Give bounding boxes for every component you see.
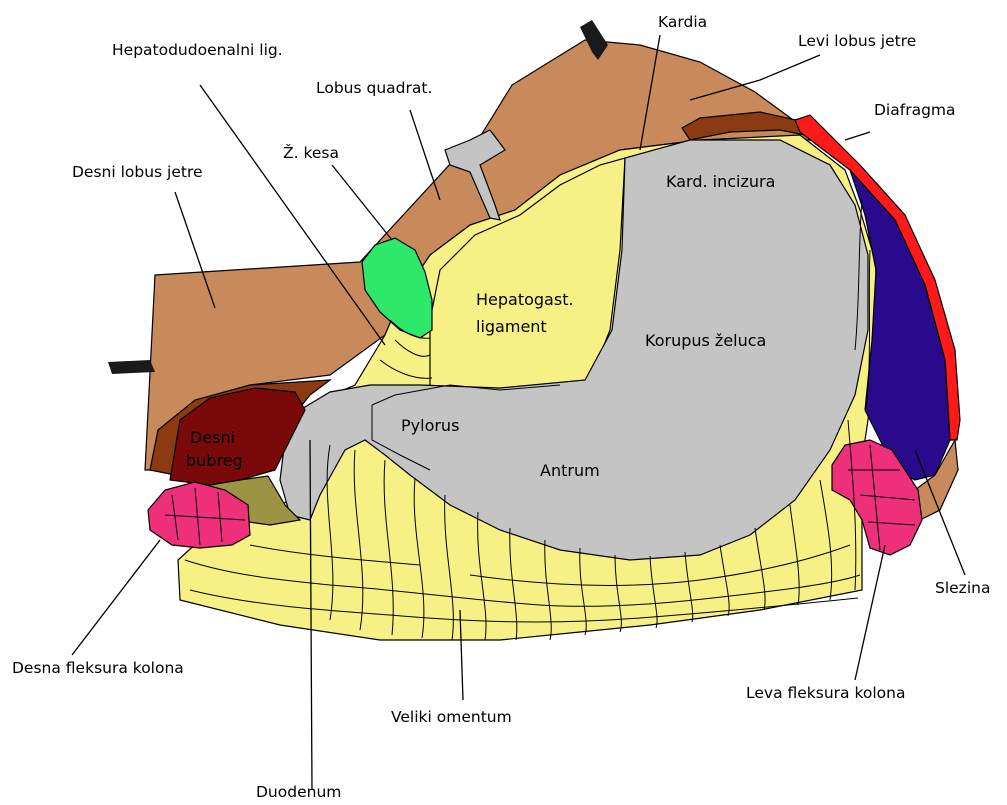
label-kardia: Kardia [658, 13, 707, 31]
label-slezina: Slezina [935, 579, 990, 597]
pin-left [108, 360, 155, 374]
label-desni-lobus-jetre: Desni lobus jetre [72, 163, 203, 181]
label-korpus-zeluca: Korupus želuca [645, 331, 766, 350]
label-duodenum: Duodenum [256, 783, 341, 801]
label-diafragma: Diafragma [874, 101, 956, 119]
label-bubreg: bubreg [186, 451, 243, 470]
label-pylorus: Pylorus [401, 416, 459, 435]
label-kard-incizura: Kard. incizura [666, 172, 775, 191]
label-z-kesa: Ž. kesa [283, 143, 339, 162]
label-leva-fleksura-kolona: Leva fleksura kolona [746, 684, 906, 702]
label-veliki-omentum: Veliki omentum [391, 708, 512, 726]
label-lobus-quadrat: Lobus quadrat. [316, 79, 432, 97]
label-desna-fleksura-kolona: Desna fleksura kolona [12, 659, 184, 677]
label-antrum: Antrum [540, 461, 600, 480]
label-ligament: ligament [476, 317, 547, 336]
label-hepatogast: Hepatogast. [476, 290, 574, 309]
label-desni: Desni [190, 428, 235, 447]
label-hepatoduodenalni-lig: Hepatodudoenalni lig. [112, 41, 283, 59]
label-levi-lobus-jetre: Levi lobus jetre [798, 32, 916, 50]
